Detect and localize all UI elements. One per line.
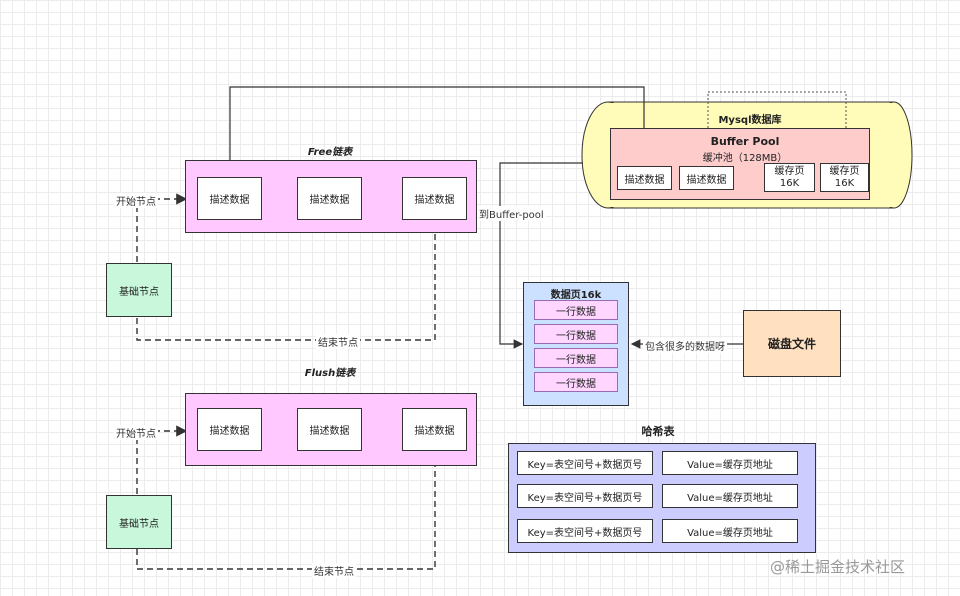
free-list-node-3: 描述数据 [402,177,467,220]
flush-list-node-3: 描述数据 [402,408,467,451]
cache-page-1: 缓存页 16K [764,163,815,192]
dotted-connector-1 [707,91,850,161]
flush-start-label: 开始节点 [114,425,158,440]
pool-to-page-connector [499,162,583,349]
cache-page-2: 缓存页 16K [820,163,869,192]
hash-value-2: Value=缓存页地址 [662,484,798,508]
disk-arrow-label: 包含很多的数据呀 [643,338,727,353]
pool-desc-cell-1: 描述数据 [617,166,672,190]
buffer-pool-title: Buffer Pool [710,134,780,148]
to-buffer-pool-label: 到Buffer-pool [477,206,546,221]
data-row-2: 一行数据 [534,324,618,344]
free-start-label: 开始节点 [114,193,158,208]
database-title: Mysql数据库 [718,114,782,126]
free-list-title: Free链表 [307,147,353,158]
hash-table-title: 哈希表 [641,425,675,438]
data-row-1: 一行数据 [534,300,618,320]
hash-key-1: Key=表空间号+数据页号 [517,451,653,475]
disk-file: 磁盘文件 [743,310,841,377]
pool-to-free-connector [225,86,645,174]
hash-key-3: Key=表空间号+数据页号 [517,519,653,543]
flush-end-label: 结束节点 [312,563,356,578]
hash-value-3: Value=缓存页地址 [662,519,798,543]
flush-list-title: Flush链表 [304,368,356,379]
free-list-node-2: 描述数据 [297,177,362,220]
free-end-label: 结束节点 [316,334,360,349]
data-row-3: 一行数据 [534,348,618,368]
hash-key-2: Key=表空间号+数据页号 [517,484,653,508]
flush-list-node-1: 描述数据 [197,408,262,451]
data-row-4: 一行数据 [534,372,618,392]
buffer-pool-subtitle: 缓冲池（128MB） [702,152,788,164]
flush-base-node: 基础节点 [106,495,172,549]
hash-value-1: Value=缓存页地址 [662,451,798,475]
data-page-title: 数据页16k [550,290,602,301]
free-base-node: 基础节点 [106,263,172,317]
flush-list-node-2: 描述数据 [297,408,362,451]
watermark: @稀土掘金技术社区 [770,558,906,576]
pool-desc-cell-2: 描述数据 [679,166,734,190]
free-list-node-1: 描述数据 [197,177,262,220]
